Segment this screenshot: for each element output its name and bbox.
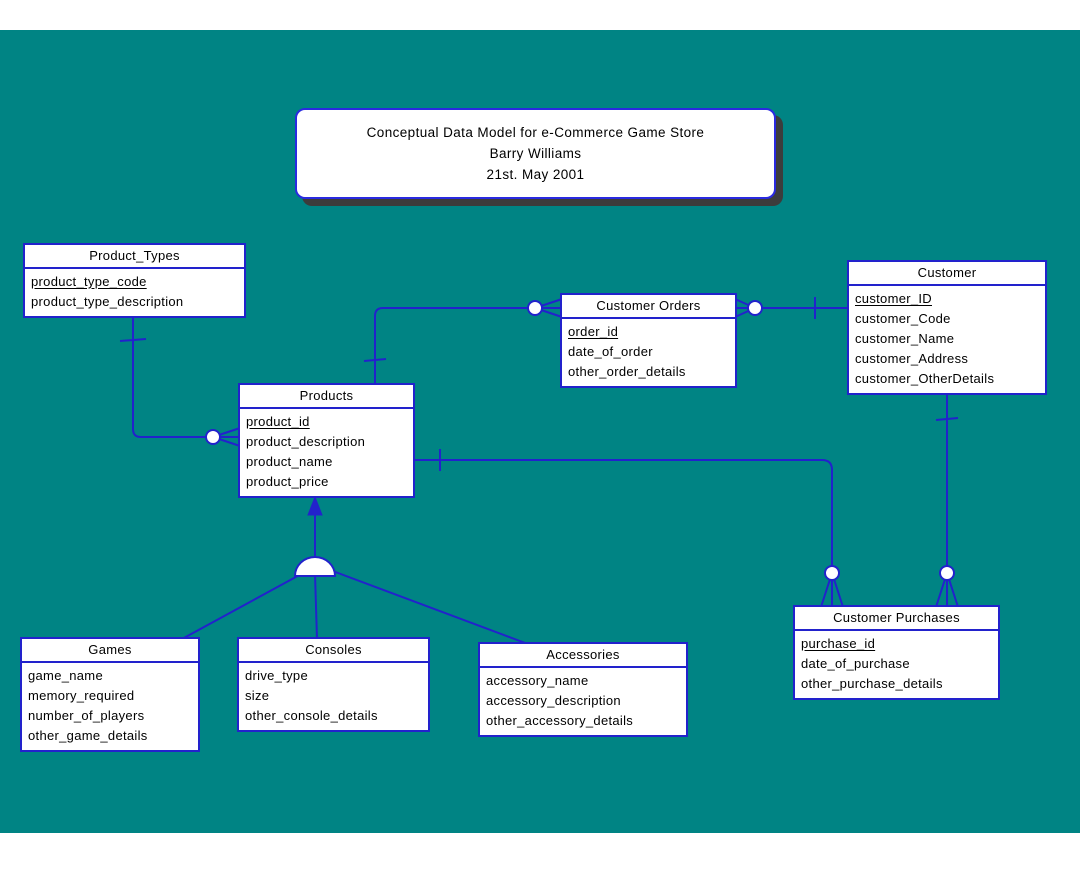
one-tick	[363, 358, 387, 362]
entity-product-types[interactable]: Product_Types product_type_code product_…	[23, 243, 246, 318]
one-tick	[935, 417, 959, 421]
attr-size: size	[245, 688, 270, 703]
attr-order_id: order_id	[568, 324, 619, 339]
entity-attribute-list: order_id date_of_order other_order_detai…	[562, 319, 735, 386]
diagram-title-line3: 21st. May 2001	[486, 167, 585, 182]
attr-product_type_code: product_type_code	[31, 274, 147, 289]
relationship-customer-customer-purchases	[935, 393, 959, 608]
relationship-line	[413, 459, 833, 607]
attr-product_description: product_description	[246, 434, 366, 449]
attr-other_order_details: other_order_details	[568, 364, 686, 379]
entity-attribute-list: purchase_id date_of_purchase other_purch…	[795, 631, 998, 698]
entity-title: Consoles	[239, 639, 428, 663]
relationship-customer-customer-orders	[734, 297, 849, 319]
entity-attribute-list: product_type_code product_type_descripti…	[25, 269, 244, 316]
attr-game_name: game_name	[28, 668, 103, 683]
diagram-title-line1: Conceptual Data Model for e-Commerce Gam…	[366, 125, 705, 140]
attr-date_of_order: date_of_order	[568, 344, 653, 359]
attr-customer_ID: customer_ID	[855, 291, 932, 306]
entity-attribute-list: game_name memory_required number_of_play…	[22, 663, 198, 750]
subtype-half-circle-icon	[293, 556, 337, 577]
relationship-line	[132, 312, 213, 438]
attr-other_game_details: other_game_details	[28, 728, 148, 743]
zero-or-many-circle	[747, 300, 763, 316]
entity-title: Products	[240, 385, 413, 409]
entity-attribute-list: accessory_name accessory_description oth…	[480, 668, 686, 735]
entity-consoles[interactable]: Consoles drive_type size other_console_d…	[237, 637, 430, 732]
relationship-products-customer-purchases	[413, 449, 844, 608]
zero-or-many-circle	[527, 300, 543, 316]
diagram-title-box[interactable]: Conceptual Data Model for e-Commerce Gam…	[295, 108, 776, 199]
attr-customer_Code: customer_Code	[855, 311, 951, 326]
attr-purchase_id: purchase_id	[801, 636, 876, 651]
attr-other_accessory_details: other_accessory_details	[486, 713, 634, 728]
subtype-line-accessories	[329, 569, 529, 645]
attr-product_id: product_id	[246, 414, 310, 429]
entity-attribute-list: drive_type size other_console_details	[239, 663, 428, 730]
attr-number_of_players: number_of_players	[28, 708, 145, 723]
attr-memory_required: memory_required	[28, 688, 135, 703]
entity-customer-purchases[interactable]: Customer Purchases purchase_id date_of_p…	[793, 605, 1000, 700]
attr-product_price: product_price	[246, 474, 329, 489]
attr-product_name: product_name	[246, 454, 333, 469]
entity-title: Games	[22, 639, 198, 663]
attr-customer_Name: customer_Name	[855, 331, 955, 346]
entity-attribute-list: customer_ID customer_Code customer_Name …	[849, 286, 1045, 393]
relationship-product-types-products	[119, 312, 241, 447]
entity-customer-orders[interactable]: Customer Orders order_id date_of_order o…	[560, 293, 737, 388]
attr-other_console_details: other_console_details	[245, 708, 378, 723]
zero-or-many-circle	[205, 429, 221, 445]
entity-title: Product_Types	[25, 245, 244, 269]
attr-product_type_description: product_type_description	[31, 294, 184, 309]
relationship-line	[374, 307, 535, 386]
entity-products[interactable]: Products product_id product_description …	[238, 383, 415, 498]
one-tick	[119, 338, 147, 342]
relationship-products-customer-orders	[363, 298, 563, 386]
entity-title: Customer Purchases	[795, 607, 998, 631]
subtype-line-games	[181, 571, 306, 640]
attr-other_purchase_details: other_purchase_details	[801, 676, 943, 691]
entity-title: Customer Orders	[562, 295, 735, 319]
attr-date_of_purchase: date_of_purchase	[801, 656, 910, 671]
entity-title: Customer	[849, 262, 1045, 286]
attr-accessory_name: accessory_name	[486, 673, 589, 688]
zero-or-many-circle	[939, 565, 955, 581]
attr-accessory_description: accessory_description	[486, 693, 621, 708]
diagram-title-line2: Barry Williams	[489, 146, 582, 161]
entity-accessories[interactable]: Accessories accessory_name accessory_des…	[478, 642, 688, 737]
attr-drive_type: drive_type	[245, 668, 308, 683]
entity-customer[interactable]: Customer customer_ID customer_Code custo…	[847, 260, 1047, 395]
entity-attribute-list: product_id product_description product_n…	[240, 409, 413, 496]
attr-customer_Address: customer_Address	[855, 351, 969, 366]
zero-or-many-circle	[824, 565, 840, 581]
entity-games[interactable]: Games game_name memory_required number_o…	[20, 637, 200, 752]
subtype-structure-products	[181, 495, 529, 645]
attr-customer_OtherDetails: customer_OtherDetails	[855, 371, 995, 386]
arrow-up-icon	[307, 495, 323, 516]
subtype-line-consoles	[314, 573, 318, 640]
entity-title: Accessories	[480, 644, 686, 668]
